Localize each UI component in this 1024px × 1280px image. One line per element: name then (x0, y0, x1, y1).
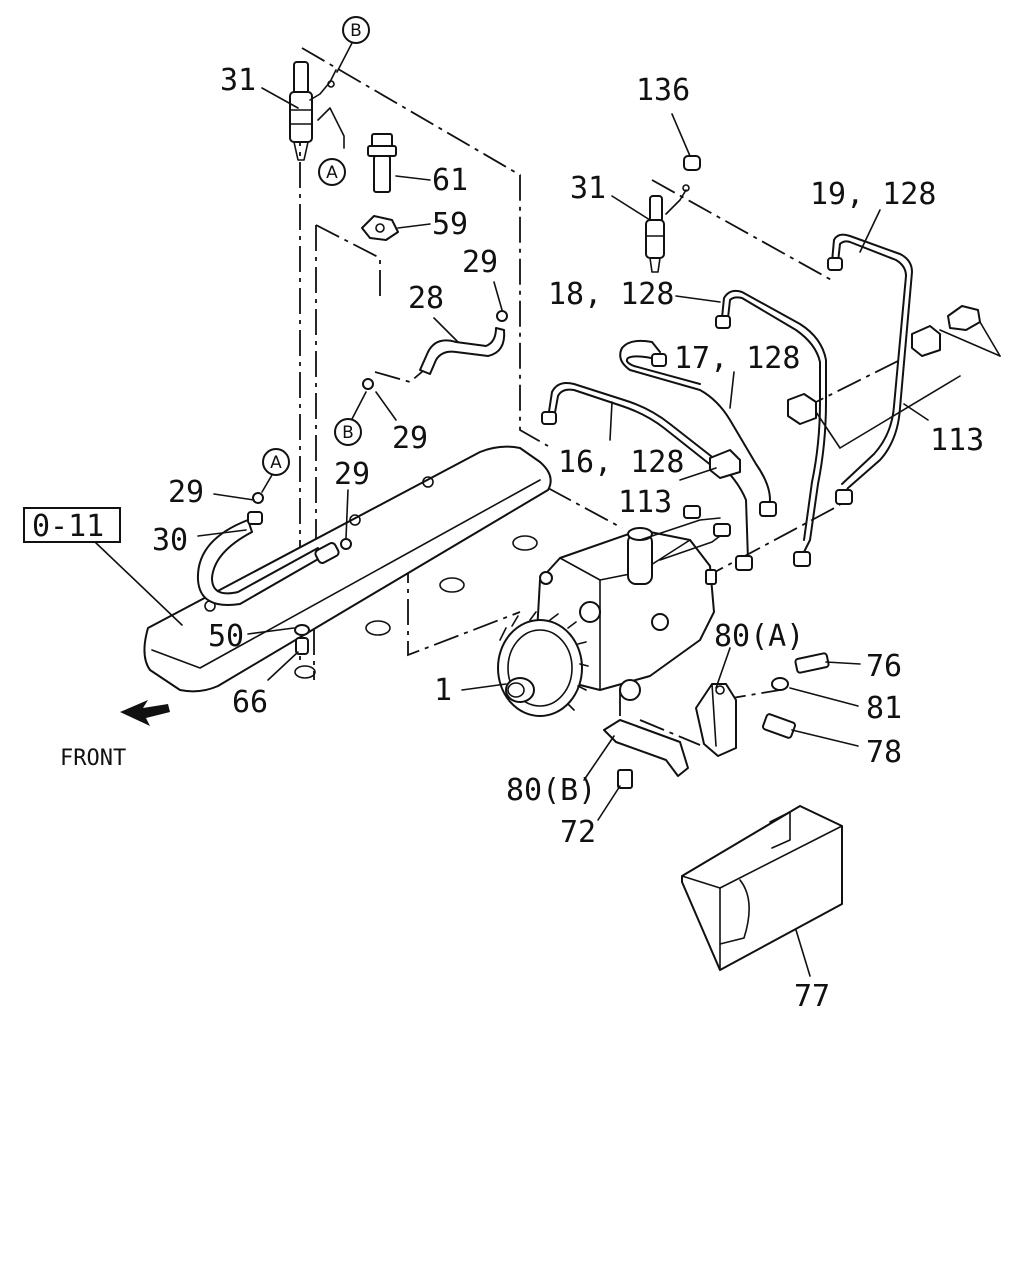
bolt-76 (794, 652, 830, 674)
callout-29-a: 29 (462, 245, 498, 280)
cap-136 (683, 155, 701, 171)
callout-136: 136 (636, 73, 690, 108)
callout-80a: 80(A) (714, 619, 804, 654)
front-arrow: FRONT (60, 700, 170, 771)
callout-28: 28 (408, 281, 444, 316)
svg-text:A: A (270, 453, 282, 473)
block-77 (681, 805, 843, 971)
hose-28 (362, 310, 508, 390)
marker-a-mid: A (261, 448, 290, 493)
callout-113-b: 113 (930, 423, 984, 458)
callout-17-128: 17, 128 (674, 341, 800, 376)
injection-pipes (541, 233, 913, 571)
marker-b-top: B (336, 16, 370, 73)
pipe-clips-113 (709, 305, 1001, 479)
bracket-80a (695, 683, 737, 757)
svg-text:A: A (326, 163, 338, 183)
bolt-72 (617, 769, 633, 789)
injector-nozzle-top (289, 61, 345, 161)
callout-19-128: 19, 128 (810, 177, 936, 212)
callout-72: 72 (560, 815, 596, 850)
callout-29-d: 29 (334, 457, 370, 492)
reference-box[interactable]: 0-11 (23, 507, 183, 626)
callout-31-top: 31 (220, 63, 256, 98)
callout-18-128: 18, 128 (548, 277, 674, 312)
svg-text:B: B (342, 423, 354, 443)
washer-81 (771, 677, 789, 691)
callout-31-mid: 31 (570, 171, 606, 206)
cylinder-head-plate (143, 445, 552, 693)
pump-drive-gear (497, 611, 589, 717)
callout-113-a: 113 (618, 485, 672, 520)
marker-b-mid: B (334, 391, 367, 446)
callout-61: 61 (432, 163, 468, 198)
callout-16-128: 16, 128 (558, 445, 684, 480)
callout-labels: 31 61 59 28 29 29 29 29 30 50 66 136 31 … (152, 63, 984, 1014)
bracket-80b (603, 719, 689, 777)
front-label: FRONT (60, 746, 126, 771)
callout-76: 76 (866, 649, 902, 684)
clamp-59 (361, 215, 399, 241)
callout-66: 66 (232, 685, 268, 720)
bolt-61 (367, 133, 397, 193)
callout-29-b: 29 (392, 421, 428, 456)
reference-box-label: 0-11 (32, 509, 104, 544)
callout-30: 30 (152, 523, 188, 558)
callout-80b: 80(B) (506, 773, 596, 808)
injection-pump (535, 505, 731, 701)
svg-text:B: B (350, 21, 362, 41)
callout-78: 78 (866, 735, 902, 770)
washer-50 (294, 624, 310, 636)
injector-nozzle-mid (645, 184, 690, 273)
callout-77: 77 (794, 979, 830, 1014)
hose-30 (196, 492, 352, 606)
callout-50: 50 (208, 619, 244, 654)
callout-81: 81 (866, 691, 902, 726)
bolt-78 (762, 713, 796, 739)
leader-lines (197, 87, 929, 977)
callout-29-c: 29 (168, 475, 204, 510)
callout-59: 59 (432, 207, 468, 242)
callout-1: 1 (434, 673, 452, 708)
connector-66 (295, 637, 309, 655)
marker-a-top: A (318, 158, 346, 186)
